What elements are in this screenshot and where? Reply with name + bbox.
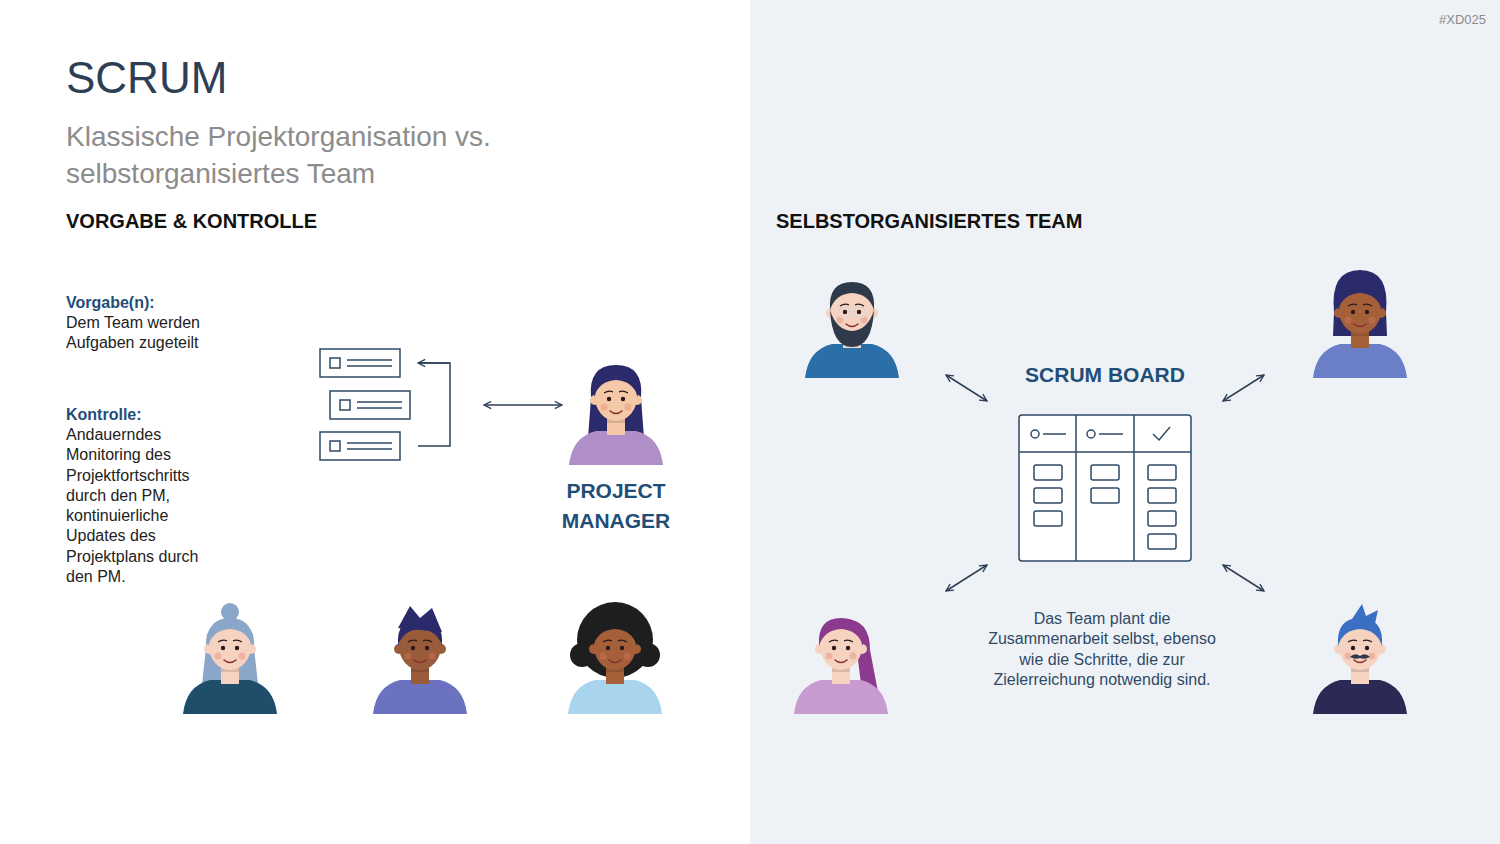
person-avatar — [569, 365, 663, 465]
person-avatar — [794, 618, 888, 714]
person-avatar — [1313, 604, 1407, 714]
role-node: PROJECT MANAGER — [545, 352, 687, 534]
board-column-line — [1075, 415, 1077, 561]
board-card — [1148, 488, 1176, 503]
person-avatar — [183, 603, 277, 714]
double-arrow — [484, 404, 562, 406]
task-list-icon — [320, 349, 450, 460]
glasses — [839, 306, 851, 318]
task-item — [330, 391, 410, 419]
node-heading: PROJECT MANAGER — [545, 476, 687, 536]
board-card — [1034, 488, 1062, 503]
left-panel — [0, 0, 750, 844]
double-arrow — [946, 375, 987, 401]
glasses — [853, 306, 865, 318]
slide-title: SCRUM — [66, 52, 227, 104]
task-item — [320, 349, 400, 377]
board-card — [1091, 488, 1119, 503]
section-heading: SELBSTORGANISIERTES TEAM — [776, 208, 1196, 234]
subtitle: Klassische Projektorganisation vs. selbs… — [66, 118, 496, 192]
person-figure — [183, 618, 277, 714]
check-mark — [1153, 427, 1170, 440]
person-figure — [373, 618, 467, 714]
board-frame — [1019, 415, 1191, 561]
person-figure — [569, 369, 663, 465]
board-card — [1034, 511, 1062, 526]
double-arrow — [1223, 375, 1264, 401]
person-figure — [805, 282, 899, 378]
person-figure — [568, 618, 662, 714]
person-avatar — [373, 606, 467, 714]
board-column-line — [1133, 415, 1135, 561]
body-text: Dem Team werden Aufgaben zugeteilt — [66, 313, 216, 354]
right-panel — [750, 0, 1500, 844]
board-header-icon — [1099, 433, 1123, 435]
body-text: Andauerndes Monitoring des Projektfortsc… — [66, 425, 211, 587]
board-icon — [1019, 415, 1191, 561]
board-node: SCRUM BOARD — [1000, 355, 1210, 565]
watermark: #XD025 — [1380, 12, 1486, 28]
person-figure — [794, 618, 888, 714]
term-heading: Vorgabe(n): — [66, 293, 226, 313]
board-card — [1148, 511, 1176, 526]
person-avatar — [1313, 270, 1407, 378]
person-avatar — [805, 282, 899, 378]
term-heading: Kontrolle: — [66, 405, 226, 425]
beard — [830, 310, 874, 347]
hair — [398, 606, 442, 632]
task-item — [320, 432, 400, 460]
board-card — [1091, 465, 1119, 480]
board-card — [1034, 465, 1062, 480]
board-header-icon — [1087, 430, 1095, 438]
hair — [1350, 604, 1378, 628]
board-header-icon — [1031, 430, 1039, 438]
bracket-arrow — [418, 362, 450, 364]
mustache — [1350, 654, 1370, 659]
section-heading: VORGABE & KONTROLLE — [66, 208, 466, 234]
person-avatar — [568, 602, 662, 714]
person-figure — [1313, 618, 1407, 714]
description-note: Das Team plant die Zusammenarbeit selbst… — [982, 609, 1222, 690]
double-arrow — [946, 565, 987, 591]
bracket — [418, 363, 450, 446]
board-card — [1148, 465, 1176, 480]
node-heading: SCRUM BOARD — [1000, 360, 1210, 390]
board-header-icon — [1043, 433, 1066, 435]
board-header-line — [1019, 451, 1191, 453]
double-arrow — [1223, 565, 1264, 591]
board-card — [1148, 534, 1176, 549]
person-figure — [1313, 282, 1407, 378]
